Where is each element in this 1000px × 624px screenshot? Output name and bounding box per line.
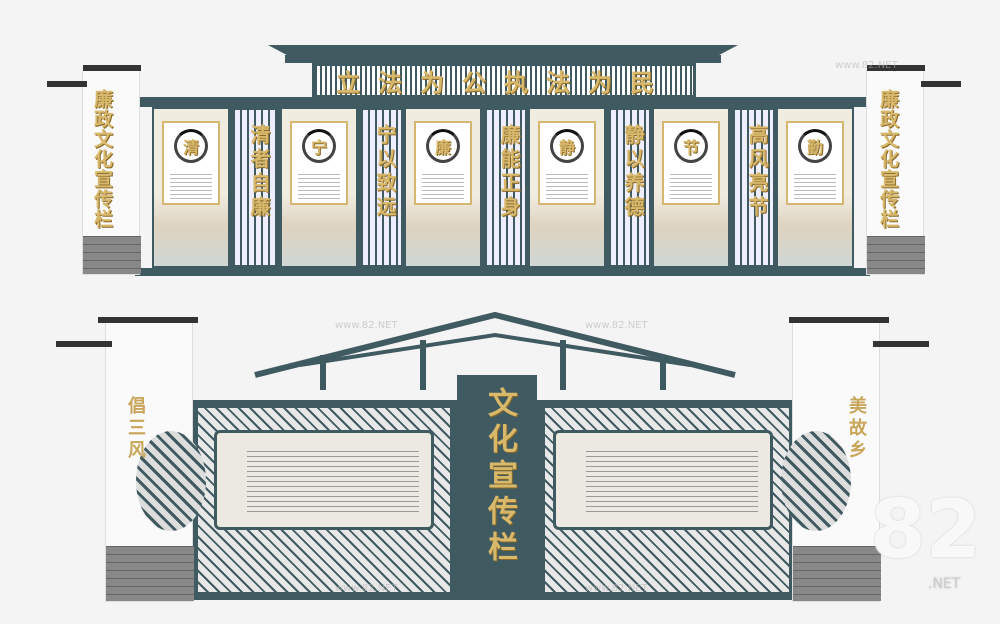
- panel-char: 勤: [798, 129, 832, 163]
- couplet-text: 廉能正身: [497, 124, 521, 220]
- gable-roof: [254, 311, 736, 390]
- top-wall: 立法为公执法为民 清 清者自廉 宁 宁以致远 廉 廉能正身 静 静以养德 节 高…: [0, 0, 1000, 290]
- watermark: www.82.NET: [585, 583, 648, 594]
- brick-base: [867, 236, 925, 274]
- eave: [47, 81, 87, 87]
- banner: 立法为公执法为民: [312, 63, 696, 98]
- watermark: www.82.NET: [585, 320, 648, 331]
- banner-text: 立法为公执法为民: [336, 68, 672, 97]
- notice-board-left: [214, 430, 434, 530]
- lattice-window: [781, 431, 851, 531]
- right-pillar: 廉政文化宣传栏: [866, 65, 961, 275]
- eave: [921, 81, 961, 87]
- brick-base: [793, 546, 881, 601]
- center-title: 文化宣传栏: [482, 387, 517, 567]
- couplet-text: 宁以致远: [373, 124, 397, 220]
- watermark: www.82.NET: [835, 60, 898, 71]
- notice-board-right: [553, 430, 773, 530]
- panel-char: 静: [550, 129, 584, 163]
- lattice-window: [136, 431, 206, 531]
- pillar-text: 廉政文化宣传栏: [91, 89, 113, 229]
- couplet-1: 清者自廉: [230, 107, 280, 268]
- panel-char: 节: [674, 129, 708, 163]
- couplet-text: 高风亮节: [745, 124, 769, 220]
- left-pillar-bottom: 倡三风: [56, 317, 206, 602]
- side-frame-right: [537, 400, 797, 600]
- watermark-suffix: .NET: [928, 576, 961, 592]
- bottom-wall: 文化宣传栏 倡三风 美故乡: [0, 300, 1000, 624]
- eave: [56, 341, 112, 347]
- eave: [83, 65, 141, 71]
- couplet-4: 静以养德: [606, 107, 652, 268]
- couplet-text: 清者自廉: [247, 124, 271, 220]
- couplet-text: 静以养德: [621, 124, 645, 220]
- frame-top-beam: [135, 97, 870, 107]
- panel-3: 廉: [404, 107, 482, 268]
- panel-2: 宁: [280, 107, 358, 268]
- roof: [268, 45, 738, 55]
- watermark: www.82.NET: [335, 583, 398, 594]
- panel-char: 宁: [302, 129, 336, 163]
- left-pillar-text: 倡三风: [125, 396, 146, 462]
- panel-char: 清: [174, 129, 208, 163]
- panel-1: 清: [152, 107, 230, 268]
- eave: [789, 317, 889, 323]
- eave: [867, 65, 925, 71]
- side-frame-left: [190, 400, 458, 600]
- left-pillar: 廉政文化宣传栏: [47, 65, 141, 275]
- right-pillar-text: 美故乡: [846, 396, 867, 462]
- eave: [873, 341, 929, 347]
- watermark-logo: 82 .NET: [870, 490, 990, 600]
- frame-bottom-beam: [135, 268, 870, 276]
- eave: [98, 317, 198, 323]
- panel-4: 静: [528, 107, 606, 268]
- roof-beam: [285, 55, 721, 63]
- center-post: 文化宣传栏: [457, 375, 537, 600]
- panel-char: 廉: [426, 129, 460, 163]
- watermark-number: 82: [870, 483, 982, 576]
- right-pillar-bottom: 美故乡: [781, 317, 929, 602]
- couplet-5: 高风亮节: [730, 107, 776, 268]
- panel-5: 节: [652, 107, 730, 268]
- couplet-2: 宁以致远: [358, 107, 404, 268]
- brick-base: [83, 236, 141, 274]
- panel-6: 勤: [776, 107, 854, 268]
- pillar-text: 廉政文化宣传栏: [877, 89, 899, 229]
- watermark: www.82.NET: [335, 320, 398, 331]
- couplet-3: 廉能正身: [482, 107, 528, 268]
- brick-base: [106, 546, 194, 601]
